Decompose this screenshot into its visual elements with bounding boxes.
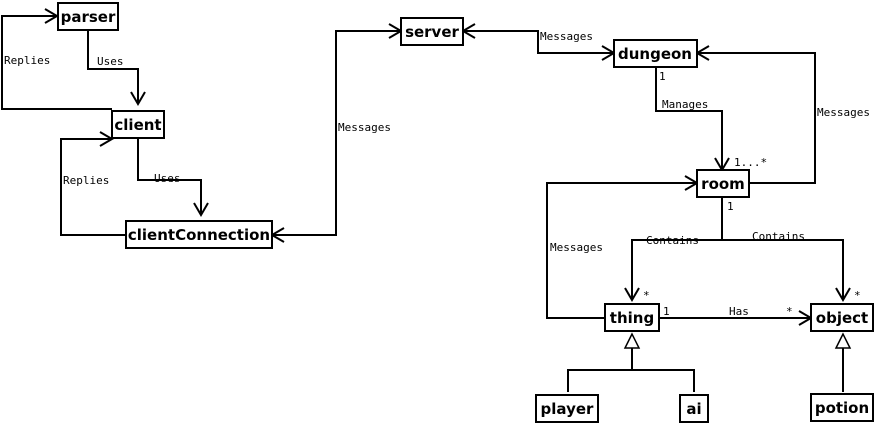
edge-label-manages: Manages	[662, 98, 708, 111]
class-box-room[interactable]: room	[696, 169, 750, 198]
edge-label-contains: Contains	[646, 234, 699, 247]
class-box-server[interactable]: server	[400, 17, 464, 46]
edge-label-messages: Messages	[817, 106, 870, 119]
edge-thing-object-has: Has 1 *	[659, 305, 813, 326]
class-box-object[interactable]: object	[810, 303, 874, 332]
edge-server-dungeon-messages: Messages	[461, 23, 616, 61]
edge-label-has: Has	[729, 305, 749, 318]
class-name: object	[816, 309, 868, 327]
edge-label-uses: Uses	[97, 55, 124, 68]
multiplicity-many: *	[854, 289, 861, 302]
class-name: room	[701, 175, 745, 193]
class-box-client[interactable]: client	[111, 110, 165, 139]
class-box-dungeon[interactable]: dungeon	[613, 39, 698, 68]
edge-inheritance-thing	[567, 332, 695, 392]
class-name: client	[114, 116, 161, 134]
class-name: player	[541, 400, 594, 418]
class-name: potion	[815, 399, 869, 417]
edge-label-uses: Uses	[154, 172, 181, 185]
class-box-player[interactable]: player	[535, 394, 599, 423]
edge-client-parser-replies: Replies	[1, 8, 112, 110]
class-name: parser	[61, 8, 116, 26]
class-name: dungeon	[618, 45, 692, 63]
class-name: thing	[610, 309, 654, 327]
edge-label-messages: Messages	[550, 241, 603, 254]
multiplicity-one: 1	[659, 70, 666, 83]
class-name: server	[405, 23, 459, 41]
multiplicity-one: 1	[727, 200, 734, 213]
edge-inheritance-object	[834, 332, 852, 392]
edge-label-messages: Messages	[540, 30, 593, 43]
edge-label-replies: Replies	[63, 174, 109, 187]
edge-room-contains: Contains Contains 1 * *	[624, 197, 861, 302]
class-box-thing[interactable]: thing	[604, 303, 660, 332]
inheritance-triangle	[623, 332, 641, 349]
edge-thing-room-messages: Messages	[546, 175, 699, 319]
multiplicity-one: 1	[663, 305, 670, 318]
edge-label-messages: Messages	[338, 121, 391, 134]
multiplicity-many: *	[786, 305, 793, 318]
multiplicity-many: 1...*	[734, 156, 767, 169]
edge-parser-client-uses: Uses	[87, 31, 146, 106]
edge-label-contains: Contains	[752, 230, 805, 243]
multiplicity-many: *	[643, 289, 650, 302]
class-name: clientConnection	[128, 226, 270, 244]
class-name: ai	[686, 400, 701, 418]
edge-dungeon-room-manages: Manages 1 1...*	[655, 68, 767, 172]
edge-connection-server-messages: Messages	[270, 23, 403, 243]
edge-label-replies: Replies	[4, 54, 50, 67]
inheritance-triangle	[834, 332, 852, 349]
edge-client-connection-uses: Uses	[137, 139, 209, 217]
class-box-client-connection[interactable]: clientConnection	[125, 220, 273, 249]
class-box-potion[interactable]: potion	[810, 393, 874, 422]
class-box-parser[interactable]: parser	[57, 2, 119, 31]
class-box-ai[interactable]: ai	[679, 394, 709, 423]
edge-connection-client-replies: Replies	[60, 131, 126, 236]
